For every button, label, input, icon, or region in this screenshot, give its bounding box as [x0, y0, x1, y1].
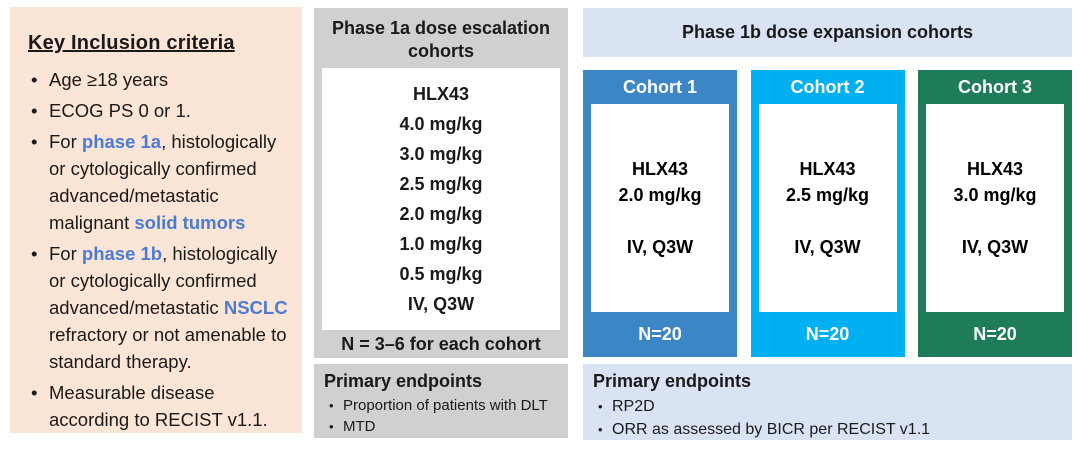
- criteria-text: ECOG PS 0 or 1.: [49, 100, 191, 121]
- phase1a-dose-list: HLX43 4.0 mg/kg 3.0 mg/kg 2.5 mg/kg 2.0 mg/k…: [322, 68, 560, 330]
- criteria-text: For: [49, 243, 82, 264]
- phase1b-endpoints-title: Primary endpoints: [593, 371, 752, 391]
- dose-line: 0.5 mg/kg: [399, 264, 483, 284]
- highlighted-term: phase 1a: [81, 131, 162, 152]
- cohort-regimen: IV, Q3W: [626, 237, 694, 257]
- inclusion-criteria-item: Age ≥18 years: [28, 66, 290, 93]
- cohort-regimen: IV, Q3W: [961, 237, 1029, 257]
- phase1b-endpoints-box: Primary endpoints RP2DORR as assessed by…: [583, 364, 1072, 441]
- cohort-dose: 2.5 mg/kg: [785, 185, 870, 205]
- cohort-dose: 3.0 mg/kg: [953, 185, 1037, 205]
- dose-line: 1.0 mg/kg: [399, 234, 483, 254]
- cohort-n-label: N=20: [638, 324, 682, 344]
- criteria-text: Age ≥18 years: [49, 69, 169, 90]
- inclusion-criteria-item: Measurable disease according to RECIST v…: [28, 379, 290, 433]
- cohort-drug: HLX43: [631, 159, 689, 179]
- cohort-regimen: IV, Q3W: [794, 237, 861, 257]
- inclusion-criteria-title: Key Inclusion criteria: [28, 32, 235, 54]
- cohort-label: Cohort 1: [623, 76, 697, 97]
- criteria-text: , histologically or cytologically confir…: [49, 243, 278, 318]
- phase1a-escalation-box: Phase 1a dose escalation cohorts HLX43 4.…: [314, 8, 568, 358]
- inclusion-criteria-list: Age ≥18 yearsECOG PS 0 or 1. For phase 1a…: [28, 66, 290, 433]
- highlighted-term: phase 1b: [81, 243, 163, 264]
- criteria-text: For: [49, 131, 82, 152]
- endpoint-item: Proportion of patients with DLT: [324, 395, 558, 416]
- cohort-drug: HLX43: [966, 159, 1024, 179]
- phase1b-endpoints-list: RP2DORR as assessed by BICR per RECIST v…: [593, 395, 1062, 441]
- dose-line: 3.0 mg/kg: [399, 144, 483, 164]
- dose-line: 2.5 mg/kg: [399, 174, 483, 194]
- highlighted-term: solid tumors: [134, 212, 246, 233]
- cohort-drug: HLX43: [799, 159, 856, 179]
- phase1a-header: Phase 1a dose escalation cohorts: [331, 18, 551, 61]
- criteria-text: Measurable disease according to RECIST v…: [49, 382, 268, 430]
- endpoint-item: ORR as assessed by BICR per RECIST v1.1: [593, 418, 1062, 441]
- inclusion-criteria-item: For phase 1b, histologically or cytologi…: [28, 240, 290, 375]
- inclusion-criteria-item: For phase 1a, histologically or cytologi…: [28, 128, 290, 236]
- inclusion-criteria-panel: Key Inclusion criteria Age ≥18 yearsECOG…: [10, 7, 302, 433]
- highlighted-term: NSCLC: [223, 297, 288, 318]
- cohort-dose: 2.0 mg/kg: [618, 185, 702, 205]
- dose-line: HLX43: [412, 84, 470, 104]
- cohort-label: Cohort 3: [958, 76, 1032, 97]
- endpoint-item: MTD: [324, 416, 558, 437]
- dose-line: 2.0 mg/kg: [399, 204, 483, 224]
- dose-line: IV, Q3W: [407, 294, 475, 314]
- inclusion-criteria-item: ECOG PS 0 or 1.: [28, 97, 290, 124]
- phase1b-header: Phase 1b dose expansion cohorts: [583, 8, 1072, 57]
- cohort-n-label: N=20: [805, 324, 850, 344]
- cohort-n-label: N=20: [973, 324, 1017, 344]
- phase1a-endpoints-list: Proportion of patients with DLTMTD: [324, 395, 558, 437]
- phase1a-n-label: N = 3–6 for each cohort: [341, 333, 541, 354]
- cohort-label: Cohort 2: [790, 76, 865, 97]
- phase1a-endpoints-box: Primary endpoints Proportion of patients…: [314, 364, 568, 438]
- criteria-text: , histologically or cytologically confir…: [49, 131, 277, 233]
- endpoint-item: RP2D: [593, 395, 1062, 418]
- criteria-text: refractory or not amenable to standard t…: [49, 324, 287, 372]
- dose-line: 4.0 mg/kg: [399, 114, 483, 134]
- phase1a-endpoints-title: Primary endpoints: [324, 371, 483, 391]
